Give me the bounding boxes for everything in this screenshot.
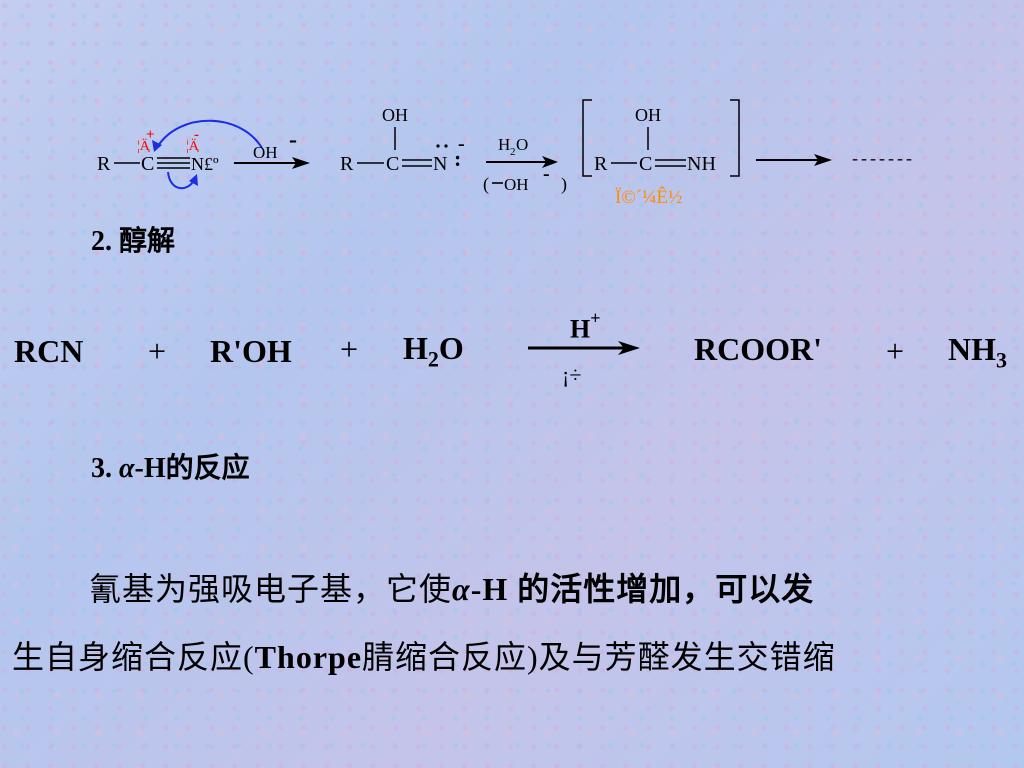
bracket-oh: OH [635,105,661,125]
eq-catalyst: H+ [570,308,601,344]
arrow2-bottom-charge: - [543,163,550,185]
eq-arrow-below: ¡÷ [562,362,582,387]
mech-r1: R [97,153,111,175]
eq-product-ester: RCOOR' [694,331,822,367]
continuation-dashes: ------- [852,148,915,168]
arrow2-top-2: 2 [510,146,516,158]
partial-negative-minus: - [194,127,199,143]
n2-charge: - [458,133,465,155]
bracket-label: Ï©´¼Ê½ [615,186,682,208]
lone-pair-dot-2 [444,144,448,148]
mech-oh-top: OH [382,105,408,125]
eq-plus-3: + [886,333,905,369]
eq-reactant-rcn: RCN [14,333,84,369]
oh-reagent: OH [253,143,278,162]
arrow2-top-h: H [498,135,510,154]
mech-n1: N£º [191,154,219,174]
reaction-arrow-2-head [542,156,558,168]
mech-c3: C [639,153,652,175]
eq-plus-1: + [148,333,167,369]
bracket-right [730,99,740,177]
reaction-arrow-3-head [814,154,832,166]
partial-negative-label: ¦Ä [186,137,200,154]
partial-positive-plus: + [146,127,155,143]
curved-arrow-oh-head [152,140,162,152]
mech-r2: R [340,153,354,175]
eq-product-ammonia: NH3 [948,331,1007,373]
mech-r3: R [594,153,608,175]
mech-n2: N [433,153,447,175]
lone-pair-dots-right: : [454,146,461,171]
reaction-arrow-1-head [292,157,310,169]
eq-reaction-arrow [528,341,640,355]
paragraph-line-2: 生自身缩合反应(Thorpe腈缩合反应)及与芳醛发生交错缩 [12,639,836,675]
section-3-heading: 3. α-H的反应 [91,453,250,484]
mech-c1: C [141,153,154,175]
eq-plus-2: + [340,331,359,367]
arrow2-bottom-oh: OH [504,175,529,194]
eq-reactant-roh: R'OH [210,333,292,369]
bracket-left [582,99,592,177]
oh-reagent-charge: - [289,127,297,153]
lone-pair-dot-1 [436,144,440,148]
paragraph-line-1: 氰基为强吸电子基，它使α-H 的活性增加，可以发 [89,571,815,607]
partial-positive-label: ¦Ä [137,137,151,154]
hydrolysis-mechanism-scheme: R C N£º ¦Ä + ¦Ä - OH - OH R C N : - H 2 … [97,99,915,208]
mech-nh: NH [687,153,716,175]
section-2-heading: 2. 醇解 [91,226,176,257]
mech-c2: C [386,153,399,175]
arrow2-top-o: O [516,135,528,154]
curved-arrow-oh-attack [157,119,263,149]
arrow2-bottom-close: ) [561,174,567,195]
arrow2-bottom-open: ( [483,174,489,195]
curved-arrow-bond-head [189,174,198,186]
eq-water: H2O [403,330,464,372]
